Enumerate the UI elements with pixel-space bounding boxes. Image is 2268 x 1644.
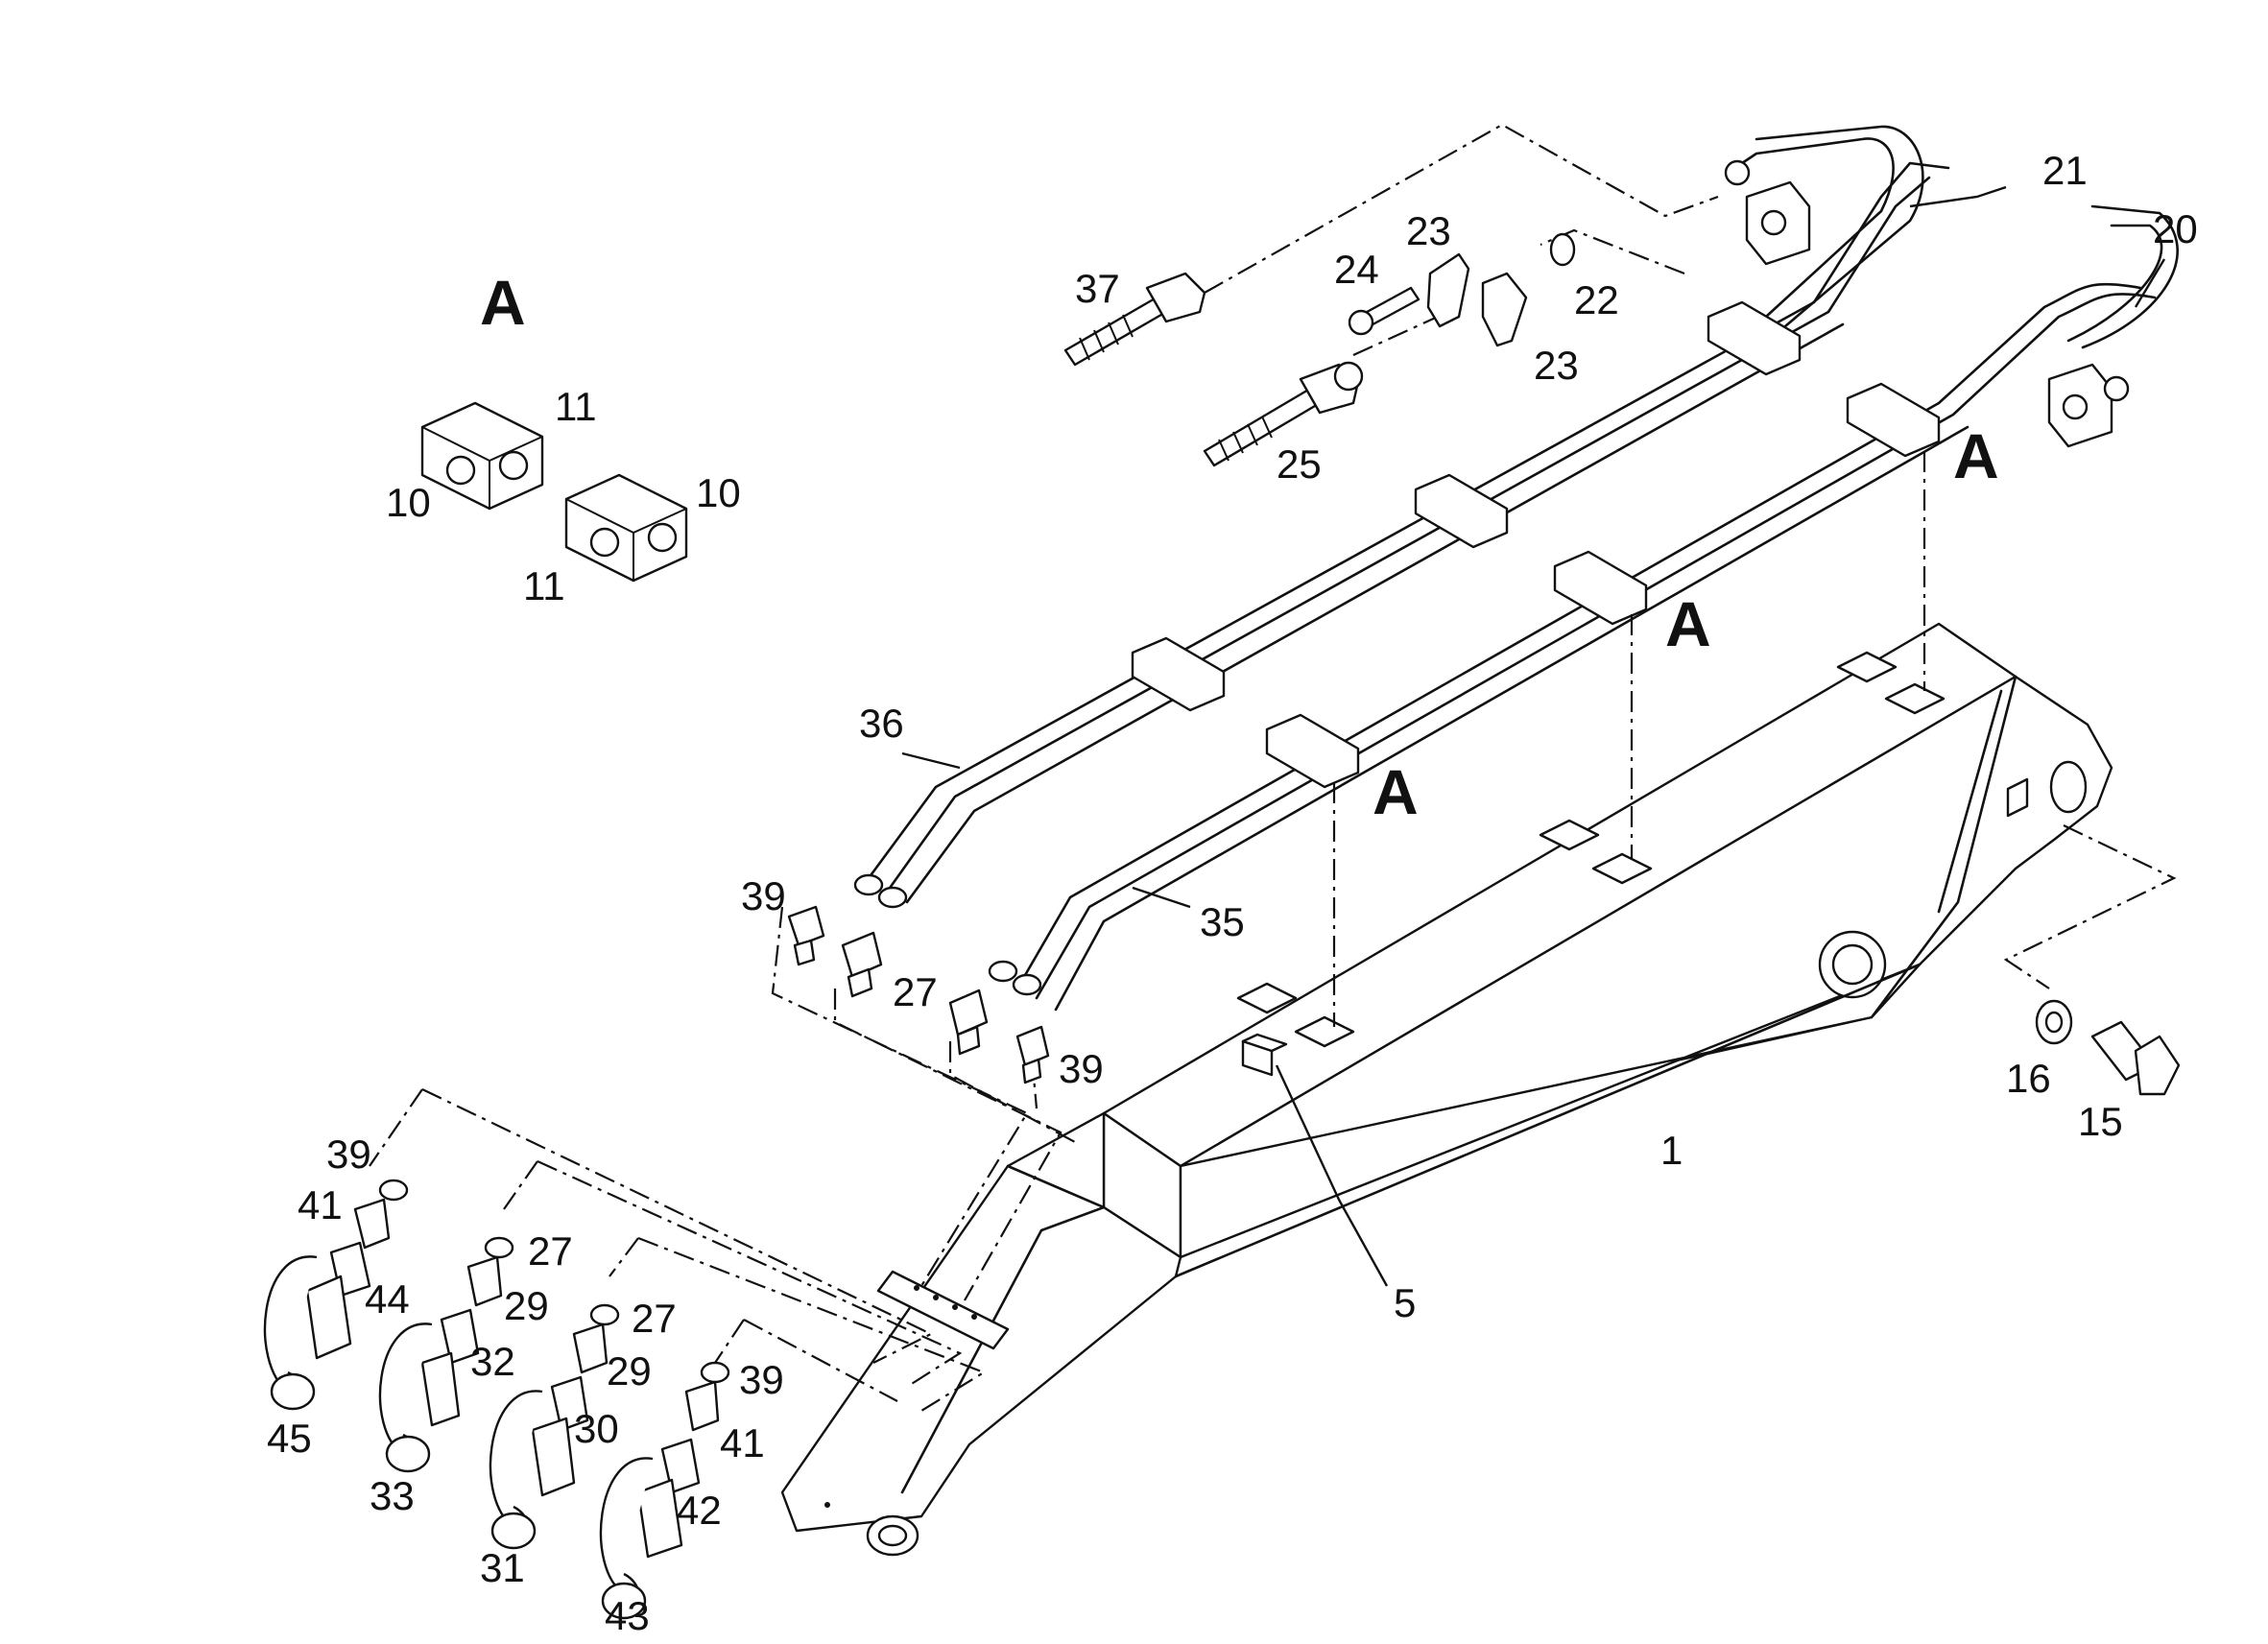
section-markers: A A A A [480,267,1999,827]
label-part-16: 16 [2006,1056,2051,1101]
label-part-10-a: 10 [386,480,431,525]
quick-couplings [263,1179,730,1620]
label-part-11-b: 11 [523,563,565,608]
label-part-29-b: 29 [607,1348,652,1394]
label-part-25: 25 [1277,441,1322,487]
section-marker-clamp-1: A [1373,756,1419,827]
pipe-assembly [853,125,2179,1012]
label-part-31: 31 [480,1545,525,1590]
label-part-27-a: 27 [893,969,938,1014]
label-part-5: 5 [1394,1280,1416,1325]
label-part-29-a: 29 [504,1283,549,1328]
label-part-44: 44 [365,1276,410,1322]
part-labels: 1 5 10 10 11 11 15 16 20 21 22 23 23 24 … [267,148,2198,1638]
boom-arm [780,622,2113,1557]
label-part-37: 37 [1075,266,1120,311]
label-part-41-b: 41 [720,1420,765,1465]
label-part-32: 32 [470,1339,515,1384]
label-part-39-a: 39 [741,873,786,918]
label-part-27-b: 27 [528,1228,573,1274]
label-part-30: 30 [574,1406,619,1451]
label-part-23-b: 23 [1534,343,1579,388]
label-part-11-a: 11 [555,384,597,429]
leader-lines [901,185,2166,1287]
label-part-39-c: 39 [326,1132,371,1177]
label-part-27-c: 27 [632,1296,677,1341]
label-part-10-b: 10 [696,470,741,515]
section-marker-clamp-3: A [1953,420,1999,491]
label-part-21: 21 [2042,148,2088,193]
hardware [420,232,2181,1096]
label-part-15: 15 [2078,1099,2123,1144]
label-part-43: 43 [605,1593,650,1638]
label-part-20: 20 [2153,206,2198,251]
section-marker-detail: A [480,267,526,338]
section-marker-clamp-2: A [1665,588,1711,659]
label-part-1: 1 [1660,1128,1683,1173]
label-part-39-b: 39 [1059,1046,1104,1091]
label-part-39-d: 39 [739,1357,784,1402]
label-part-24: 24 [1334,247,1379,292]
label-part-45: 45 [267,1416,312,1461]
pipe-clamps [1131,300,1941,789]
label-part-35: 35 [1200,899,1245,944]
phantom-lines [369,123,2177,1412]
label-part-33: 33 [370,1473,415,1518]
label-part-23-a: 23 [1406,208,1451,253]
label-part-22: 22 [1574,277,1619,322]
label-part-41-a: 41 [298,1182,343,1227]
label-part-42: 42 [677,1488,722,1533]
label-part-36: 36 [859,701,904,746]
